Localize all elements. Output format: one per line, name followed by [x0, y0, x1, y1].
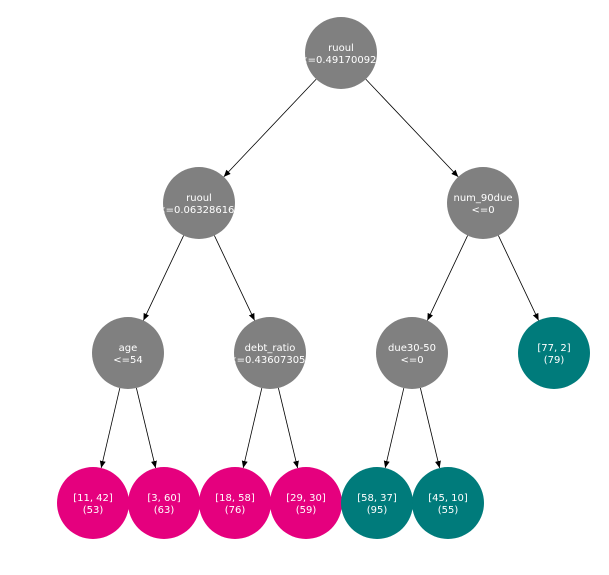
edge-n4-n9: [241, 387, 263, 469]
node-label-line1: due30-50: [388, 343, 436, 354]
node-label-line2: (55): [438, 505, 459, 516]
node-label-line2: (95): [367, 505, 388, 516]
node-label-line1: debt_ratio: [245, 343, 296, 354]
edge-n2-n6: [498, 235, 539, 321]
node-label-line1: age: [119, 343, 138, 354]
node-label-line1: num_90due: [454, 193, 513, 204]
node-label-line2: <=0.436073059: [228, 355, 312, 366]
split-node-n0: ruoul<=0.491700924: [299, 17, 383, 89]
node-label-line1: [18, 58]: [215, 493, 255, 504]
nodes-layer: ruoul<=0.491700924ruoul<=0.063286167num_…: [57, 17, 590, 539]
leaf-node-n11: [58, 37](95): [341, 467, 413, 539]
node-circle: [163, 167, 235, 239]
edge-n5-n11: [383, 387, 405, 469]
leaf-node-n7: [11, 42](53): [57, 467, 129, 539]
node-label-line2: (63): [154, 505, 175, 516]
leaf-node-n8: [3, 60](63): [128, 467, 200, 539]
split-node-n3: age<=54: [92, 317, 164, 389]
node-label-line1: [11, 42]: [73, 493, 113, 504]
node-circle: [270, 467, 342, 539]
edge-n1-n3: [143, 235, 184, 321]
node-circle: [57, 467, 129, 539]
node-circle: [376, 317, 448, 389]
node-label-line1: [45, 10]: [428, 493, 468, 504]
node-label-line2: (76): [225, 505, 246, 516]
node-circle: [199, 467, 271, 539]
node-label-line2: <=0: [471, 205, 494, 216]
split-node-n5: due30-50<=0: [376, 317, 448, 389]
node-label-line1: [77, 2]: [537, 343, 570, 354]
node-label-line2: <=0: [400, 355, 423, 366]
edges-layer: [99, 78, 539, 469]
node-label-line1: [29, 30]: [286, 493, 326, 504]
node-circle: [341, 467, 413, 539]
edge-n0-n1: [223, 78, 317, 178]
node-circle: [305, 17, 377, 89]
edge-n1-n4: [214, 235, 255, 321]
node-label-line1: ruoul: [186, 193, 212, 204]
split-node-n2: num_90due<=0: [447, 167, 519, 239]
node-label-line1: ruoul: [328, 43, 354, 54]
leaf-node-n10: [29, 30](59): [270, 467, 342, 539]
node-circle: [447, 167, 519, 239]
node-circle: [412, 467, 484, 539]
split-node-n4: debt_ratio<=0.436073059: [228, 317, 312, 389]
node-label-line1: [58, 37]: [357, 493, 397, 504]
node-circle: [234, 317, 306, 389]
edge-n3-n7: [99, 387, 121, 469]
edge-n3-n8: [136, 387, 157, 469]
node-label-line2: (79): [544, 355, 565, 366]
edge-n0-n2: [365, 78, 459, 178]
edge-n4-n10: [278, 387, 299, 469]
leaf-node-n9: [18, 58](76): [199, 467, 271, 539]
node-label-line2: <=0.491700924: [299, 55, 383, 66]
node-label-line2: <=0.063286167: [157, 205, 241, 216]
node-label-line2: (53): [83, 505, 104, 516]
node-circle: [92, 317, 164, 389]
node-circle: [518, 317, 590, 389]
node-label-line2: (59): [296, 505, 317, 516]
edge-n2-n5: [427, 235, 468, 321]
leaf-node-n12: [45, 10](55): [412, 467, 484, 539]
node-circle: [128, 467, 200, 539]
node-label-line1: [3, 60]: [147, 493, 180, 504]
edge-n5-n12: [420, 387, 441, 469]
split-node-n1: ruoul<=0.063286167: [157, 167, 241, 239]
leaf-node-n6: [77, 2](79): [518, 317, 590, 389]
node-label-line2: <=54: [113, 355, 142, 366]
